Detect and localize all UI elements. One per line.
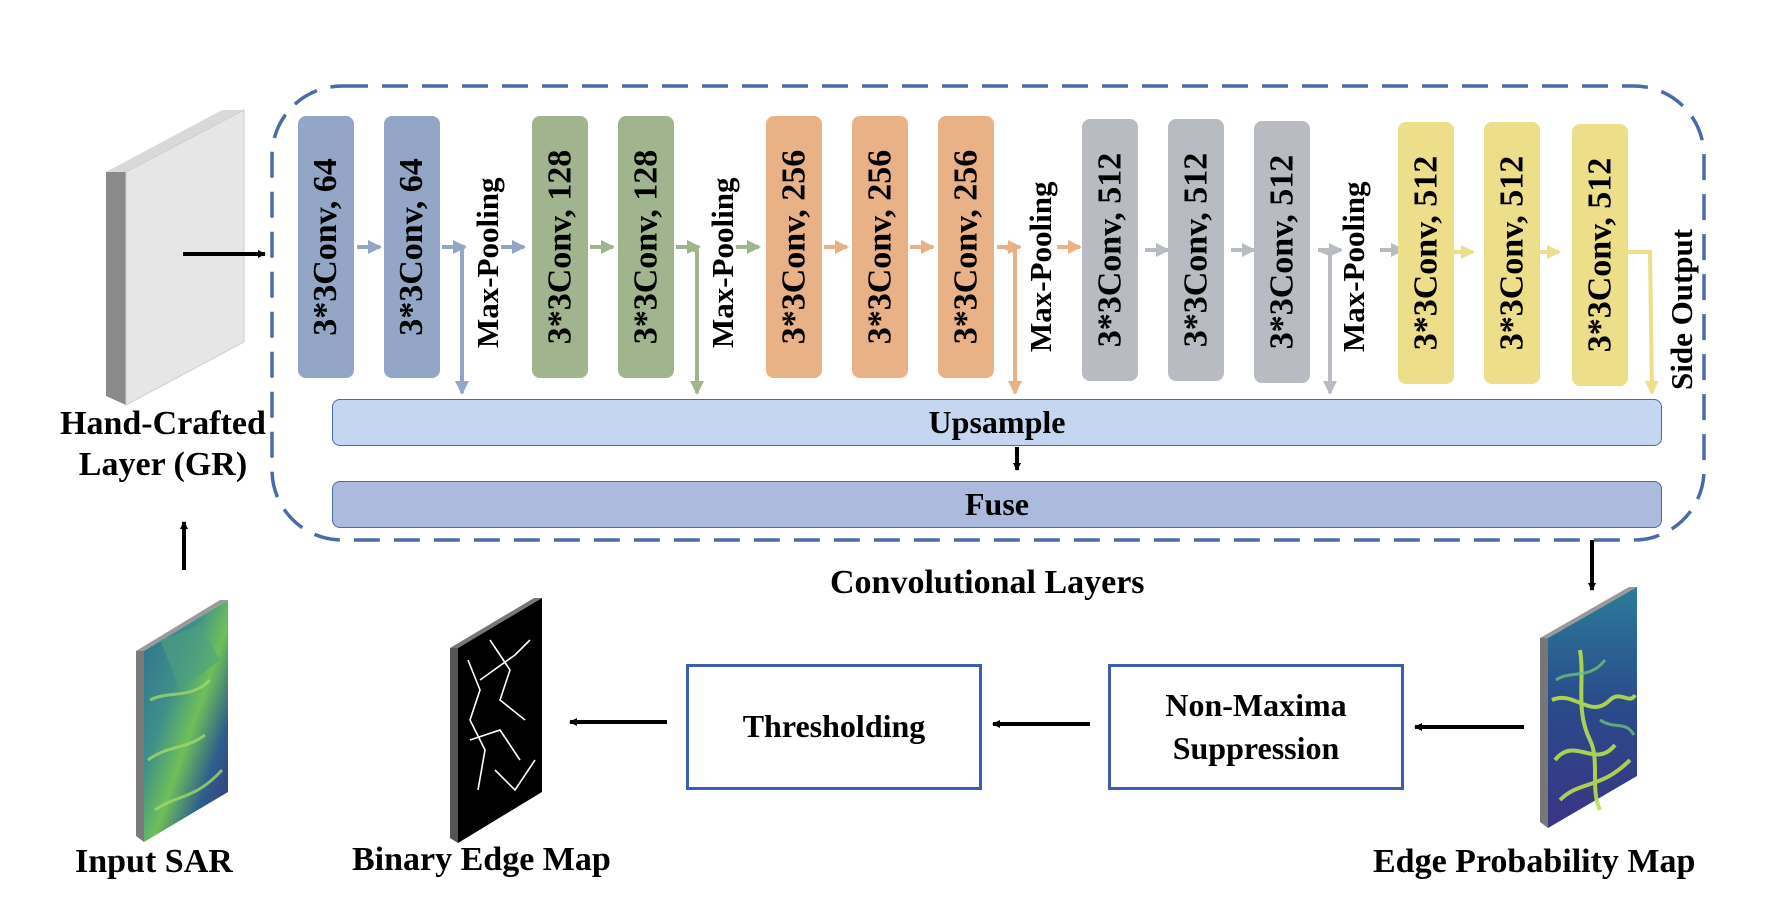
upsample-label: Upsample [928, 404, 1066, 440]
conv-block-label: 3*3Conv, 128 [627, 149, 664, 345]
conv-block-label: 3*3Conv, 512 [1493, 155, 1530, 351]
nms-label-line2: Suppression [1172, 730, 1340, 766]
conv-block-6: 3*3Conv, 256 [852, 116, 908, 378]
conv-block-label: 3*3Conv, 512 [1091, 152, 1128, 348]
side-branch [685, 245, 704, 395]
conv-block-label: 3*3Conv, 512 [1581, 157, 1618, 353]
binary-edge-map-caption: Binary Edge Map [352, 841, 611, 878]
conv-layers-caption: Convolutional Layers [830, 564, 1145, 601]
hand-crafted-line1: Hand-Crafted [60, 405, 266, 442]
fuse-bar: Fuse [332, 481, 1662, 528]
conv-block-label: 3*3Conv, 256 [947, 149, 984, 345]
conv-block-3: 3*3Conv, 128 [532, 116, 588, 378]
side-branch [450, 245, 469, 395]
hand-crafted-line2: Layer (GR) [78, 445, 248, 483]
conv-block-label: 3*3Conv, 512 [1407, 155, 1444, 351]
upsample-bar: Upsample [332, 399, 1662, 446]
conv-block-11: 3*3Conv, 512 [1398, 122, 1454, 384]
max-pooling-label-3: Max-Pooling [1023, 181, 1058, 353]
edge-probability-map-caption: Edge Probability Map [1373, 843, 1696, 880]
fuse-label: Fuse [965, 486, 1029, 522]
conv-block-label: 3*3Conv, 256 [775, 149, 812, 345]
hand-crafted-layer-icon [106, 109, 245, 406]
conv-layers-frame [270, 84, 1706, 542]
conv-block-9: 3*3Conv, 512 [1168, 119, 1224, 381]
side-branch [1625, 250, 1659, 395]
conv-block-12: 3*3Conv, 512 [1484, 122, 1540, 384]
conv-block-label: 3*3Conv, 256 [861, 149, 898, 345]
conv-block-13: 3*3Conv, 512 [1572, 124, 1628, 386]
thresholding-box: Thresholding [686, 664, 982, 790]
nms-box: Non-Maxima Suppression [1108, 664, 1404, 790]
input-sar-image [136, 600, 228, 842]
side-output-label: Side Output [1664, 228, 1699, 390]
conv-block-label: 3*3Conv, 512 [1177, 152, 1214, 348]
conv-block-label: 3*3Conv, 64 [307, 158, 344, 336]
conv-block-2: 3*3Conv, 64 [384, 116, 440, 378]
max-pooling-label-4: Max-Pooling [1336, 181, 1371, 353]
conv-block-8: 3*3Conv, 512 [1082, 119, 1138, 381]
conv-block-label: 3*3Conv, 512 [1263, 154, 1300, 350]
side-branch [1319, 248, 1337, 395]
nms-label-line1: Non-Maxima [1165, 686, 1347, 723]
conv-block-10: 3*3Conv, 512 [1254, 121, 1310, 383]
conv-block-7: 3*3Conv, 256 [938, 116, 994, 378]
side-branch [1003, 245, 1022, 395]
conv-block-4: 3*3Conv, 128 [618, 116, 674, 378]
conv-block-1: 3*3Conv, 64 [298, 116, 354, 378]
thresholding-label: Thresholding [742, 708, 926, 745]
conv-block-5: 3*3Conv, 256 [766, 116, 822, 378]
edge-probability-map-image [1540, 587, 1637, 828]
input-sar-caption: Input SAR [75, 843, 233, 880]
hand-crafted-caption: Hand-Crafted Layer (GR) [48, 404, 278, 486]
max-pooling-label-2: Max-Pooling [705, 177, 740, 349]
conv-block-label: 3*3Conv, 64 [393, 158, 430, 336]
conv-block-label: 3*3Conv, 128 [541, 149, 578, 345]
max-pooling-label-1: Max-Pooling [470, 177, 505, 349]
binary-edge-map-image [450, 598, 542, 843]
